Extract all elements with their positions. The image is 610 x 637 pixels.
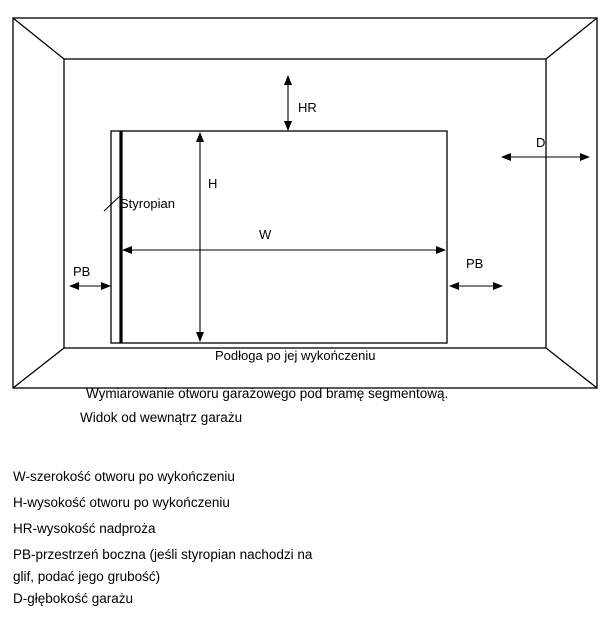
room-outline <box>12 17 598 389</box>
legend-item-pb: PB-przestrzeń boczna (jeśli styropian na… <box>13 547 313 562</box>
diagram-subtitle: Widok od wewnątrz garażu <box>80 410 243 425</box>
floor-note-label: Podłoga po jej wykończeniu <box>215 348 376 363</box>
dimension-label-d: D <box>536 135 546 150</box>
dimension-label-w: W <box>259 227 272 242</box>
legend-item-pb-cont: glif, podać jego grubość) <box>13 569 161 584</box>
diagram-title: Wymiarowanie otworu garażowego pod bramę… <box>86 386 449 401</box>
dimension-arrows <box>69 75 590 342</box>
legend-item-d: D-głębokość garażu <box>13 591 134 606</box>
insulation-label: Styropian <box>120 196 175 211</box>
legend-item-w: W-szerokość otworu po wykończeniu <box>13 469 235 484</box>
dimension-label-h: H <box>208 176 218 191</box>
dimension-label-pb-right: PB <box>466 256 484 271</box>
legend-item-hr: HR-wysokość nadproża <box>13 521 156 536</box>
dimension-label-pb-left: PB <box>73 264 91 279</box>
legend-item-h: H-wysokość otworu po wykończeniu <box>13 495 230 510</box>
garage-opening <box>110 130 448 344</box>
dimension-label-hr: HR <box>298 100 317 115</box>
